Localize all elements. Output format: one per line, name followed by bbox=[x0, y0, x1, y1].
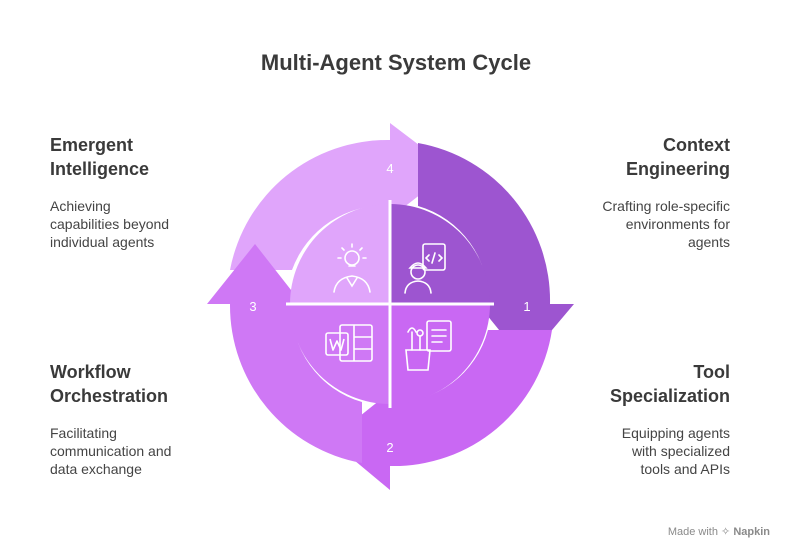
diagram-title: Multi-Agent System Cycle bbox=[260, 50, 532, 75]
quadrant-4 bbox=[290, 204, 390, 304]
step-1-heading-line1: Context bbox=[663, 135, 730, 155]
footer-brand: Napkin bbox=[733, 526, 770, 538]
arrow-2 bbox=[330, 330, 552, 490]
step-3-number: 3 bbox=[249, 299, 256, 314]
step-1-desc-line: Crafting role-specific bbox=[602, 198, 730, 214]
step-4-heading-line2: Intelligence bbox=[50, 159, 150, 179]
step-1-number: 1 bbox=[523, 299, 530, 314]
step-4-desc-line: individual agents bbox=[50, 234, 155, 250]
napkin-logo-icon: ✧ bbox=[721, 526, 731, 538]
developer-icon bbox=[404, 243, 446, 294]
step-4-desc-line: Achieving bbox=[50, 198, 111, 214]
step-2-desc-line: tools and APIs bbox=[640, 461, 730, 477]
step-1-description: Crafting role-specific environments for … bbox=[530, 197, 730, 251]
step-3-heading-line2: Orchestration bbox=[50, 386, 169, 406]
step-2-heading: Tool Specialization bbox=[530, 360, 730, 408]
arrow-4 bbox=[230, 123, 452, 270]
footer-prefix: Made with bbox=[667, 526, 718, 538]
step-2-heading-line1: Tool bbox=[693, 362, 730, 382]
step-4-number: 4 bbox=[386, 161, 393, 176]
step-3-text: Workflow Orchestration Facilitating comm… bbox=[50, 360, 250, 478]
step-1-desc-line: environments for bbox=[625, 216, 730, 232]
step-2-desc-line: Equipping agents bbox=[621, 425, 730, 441]
step-2-description: Equipping agents with specialized tools … bbox=[530, 424, 730, 478]
step-4-text: Emergent Intelligence Achieving capabili… bbox=[50, 133, 250, 251]
step-2-heading-line2: Specialization bbox=[609, 386, 730, 406]
step-3-desc-line: communication and bbox=[50, 443, 172, 459]
step-1-heading-line2: Engineering bbox=[625, 159, 730, 179]
step-1-text: Context Engineering Crafting role-specif… bbox=[530, 133, 730, 251]
step-3-heading: Workflow Orchestration bbox=[50, 360, 250, 408]
spreadsheet-doc-icon bbox=[325, 324, 373, 362]
idea-person-icon bbox=[333, 243, 371, 293]
step-4-heading-line1: Emergent bbox=[50, 135, 134, 155]
step-1-heading: Context Engineering bbox=[530, 133, 730, 181]
step-3-desc-line: Facilitating bbox=[50, 425, 117, 441]
step-1-desc-line: agents bbox=[687, 234, 730, 250]
step-3-heading-line1: Workflow bbox=[50, 362, 131, 382]
step-3-desc-line: data exchange bbox=[50, 461, 142, 477]
step-3-description: Facilitating communication and data exch… bbox=[50, 424, 250, 478]
step-4-desc-line: capabilities beyond bbox=[50, 216, 170, 232]
step-2-desc-line: with specialized bbox=[631, 443, 730, 459]
arrow-1 bbox=[418, 143, 574, 362]
step-2-number: 2 bbox=[386, 440, 393, 455]
arrow-3 bbox=[207, 244, 362, 463]
tools-document-icon bbox=[405, 320, 452, 371]
step-2-text: Tool Specialization Equipping agents wit… bbox=[530, 360, 730, 478]
step-4-description: Achieving capabilities beyond individual… bbox=[50, 197, 250, 251]
step-4-heading: Emergent Intelligence bbox=[50, 133, 250, 181]
footer-credit: Made with ✧ Napkin bbox=[668, 525, 770, 538]
